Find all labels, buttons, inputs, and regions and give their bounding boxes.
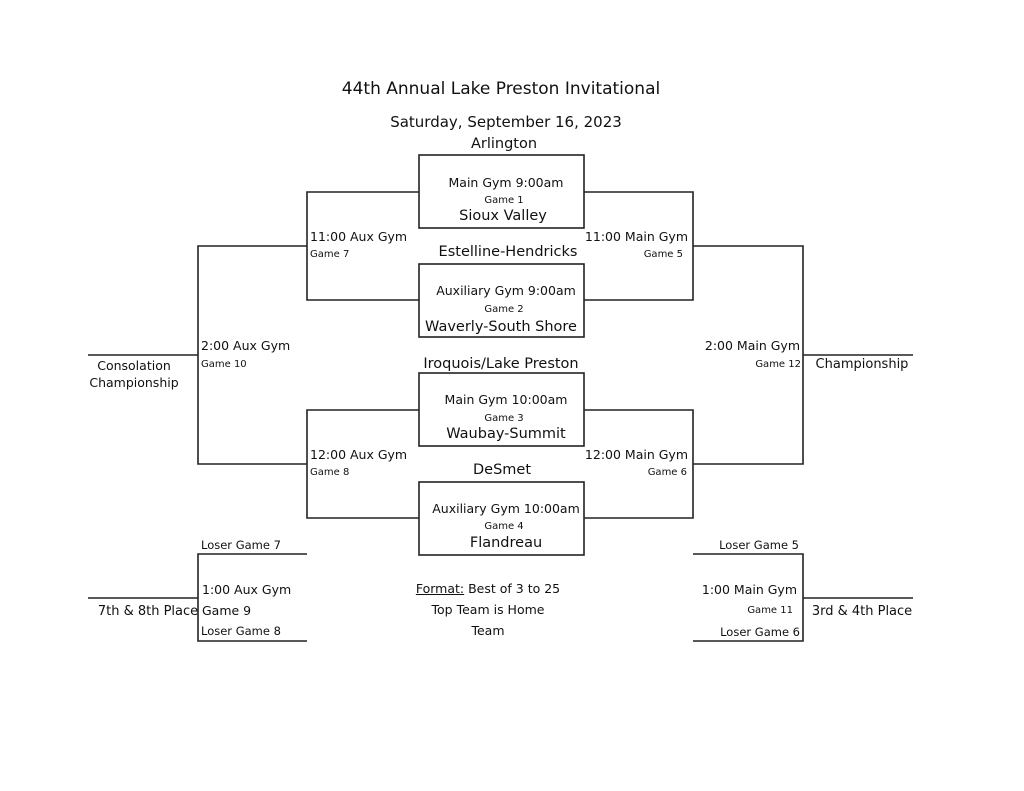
game8-number: Game 8 — [310, 467, 350, 478]
game1-time: Main Gym 9:00am — [448, 175, 564, 190]
format-value: Best of 3 to 25 — [468, 581, 561, 596]
format-note-line1: Format: Best of 3 to 25 — [415, 581, 561, 596]
championship-label: Championship — [815, 357, 909, 372]
seventh-eighth-label: 7th & 8th Place — [97, 604, 199, 619]
game2-number: Game 2 — [484, 304, 524, 315]
game4-bottom-team: Flandreau — [469, 535, 543, 551]
format-note-line3: Team — [471, 623, 505, 638]
game12-bracket — [693, 245, 804, 465]
consolation-label-line1: Consolation — [97, 358, 171, 373]
game3-number: Game 3 — [484, 413, 524, 424]
game2-time: Auxiliary Gym 9:00am — [436, 283, 576, 298]
loser-game8-label: Loser Game 8 — [201, 624, 281, 638]
game10-number: Game 10 — [201, 359, 247, 370]
game1-bottom-team: Sioux Valley — [459, 208, 547, 224]
game10-bracket — [197, 245, 307, 465]
format-note-line2: Top Team is Home — [431, 602, 545, 617]
game8-bracket — [306, 409, 419, 519]
game7-time: 11:00 Aux Gym — [310, 229, 408, 244]
game9-time: 1:00 Aux Gym — [202, 582, 292, 597]
game8-time: 12:00 Aux Gym — [310, 447, 408, 462]
game7-bracket — [306, 191, 419, 301]
game12-time: 2:00 Main Gym — [704, 338, 800, 353]
game6-number: Game 6 — [647, 467, 687, 478]
game3-time: Main Gym 10:00am — [444, 392, 568, 407]
game12-number: Game 12 — [755, 359, 801, 370]
game2-top-team: Estelline-Hendricks — [438, 244, 578, 260]
game11-number: Game 11 — [747, 605, 793, 616]
loser-game7-label: Loser Game 7 — [201, 538, 281, 552]
game5-bracket — [584, 191, 694, 301]
consolation-label-line2: Championship — [89, 375, 179, 390]
game11-time: 1:00 Main Gym — [701, 582, 797, 597]
game9-number: Game 9 — [202, 603, 252, 618]
game7-number: Game 7 — [310, 249, 350, 260]
loser-game5-label: Loser Game 5 — [719, 538, 799, 552]
game1-top-team: Arlington — [470, 136, 538, 152]
game6-time: 12:00 Main Gym — [584, 447, 688, 462]
game10-time: 2:00 Aux Gym — [201, 338, 291, 353]
format-label: Format: — [415, 581, 465, 596]
game3-bottom-team: Waubay-Summit — [446, 426, 566, 442]
game4-top-team: DeSmet — [472, 462, 532, 478]
game4-time: Auxiliary Gym 10:00am — [432, 501, 580, 516]
game1-number: Game 1 — [484, 195, 524, 206]
game6-bracket — [584, 409, 694, 519]
game5-time: 11:00 Main Gym — [584, 229, 688, 244]
third-fourth-label: 3rd & 4th Place — [811, 604, 913, 619]
game4-number: Game 4 — [484, 521, 524, 532]
game3-top-team: Iroquois/Lake Preston — [423, 356, 579, 372]
page-title: 44th Annual Lake Preston Invitational — [341, 79, 661, 99]
event-date: Saturday, September 16, 2023 — [390, 113, 622, 131]
game5-number: Game 5 — [643, 249, 683, 260]
game2-bottom-team: Waverly-South Shore — [425, 319, 577, 335]
loser-game6-label: Loser Game 6 — [720, 625, 800, 639]
